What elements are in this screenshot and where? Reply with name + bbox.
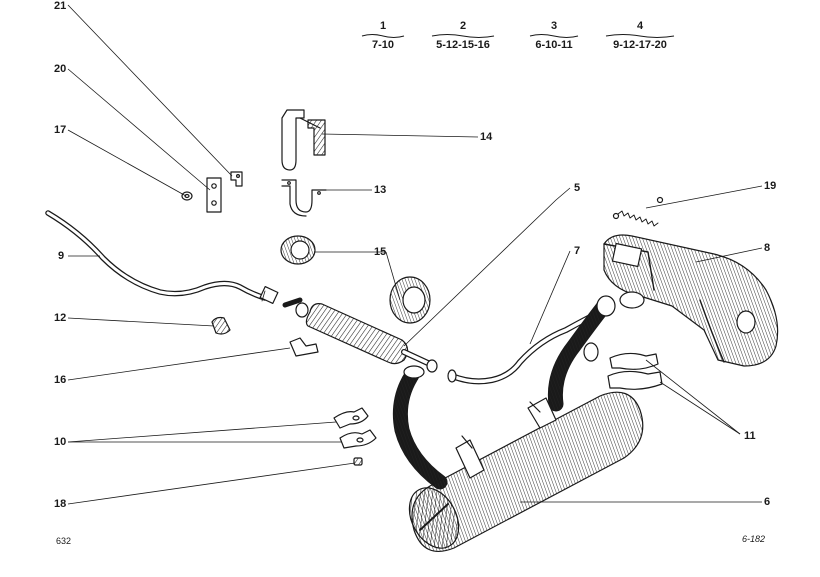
rubber-ring-part-15-a [280, 235, 316, 265]
heat-exchanger-part-8 [603, 234, 779, 367]
group-4-parts: 9-12-17-20 [613, 39, 667, 51]
figure-reference: 6-182 [742, 534, 766, 544]
callout-8: 8 [764, 242, 771, 254]
group-4-number: 4 [636, 20, 644, 32]
page-number: 632 [56, 536, 72, 546]
strap-part-16 [289, 337, 319, 357]
callout-11: 11 [744, 430, 756, 442]
callout-19: 19 [764, 180, 777, 192]
bracket-part-21 [230, 171, 243, 187]
group-3-tilde-divider [529, 34, 579, 38]
spring-part-19 [612, 196, 664, 227]
group-3-parts: 6-10-11 [535, 39, 573, 51]
callout-14: 14 [480, 131, 493, 143]
strap-bracket-part-14 [281, 109, 326, 171]
clip-part-12 [211, 316, 231, 335]
group-2-number: 2 [459, 20, 467, 32]
callout-15: 15 [374, 246, 387, 258]
group-1: 1 7-10 [360, 20, 406, 52]
resonator-part-5 [282, 297, 438, 373]
group-4-tilde-divider [605, 34, 675, 38]
callout-7: 7 [574, 245, 581, 257]
pipe-part-7 [447, 309, 603, 385]
group-3-number: 3 [550, 20, 558, 32]
group-1-number: 1 [379, 20, 387, 32]
callout-20: 20 [54, 63, 67, 75]
clamp-block-part-20 [206, 177, 222, 213]
callout-9: 9 [58, 250, 65, 262]
callout-12: 12 [54, 312, 67, 324]
muffler-part-6 [392, 295, 644, 552]
callout-10: 10 [54, 436, 67, 448]
callout-6: 6 [764, 496, 771, 508]
group-2-parts: 5-12-15-16 [436, 39, 490, 51]
clamp-part-11-b [607, 370, 663, 390]
clamp-part-11-a [609, 352, 659, 370]
pipe-part-9 [45, 210, 279, 304]
callout-16: 16 [54, 374, 67, 386]
group-3: 3 6-10-11 [528, 20, 580, 52]
nut-part-17 [181, 191, 193, 201]
callout-5: 5 [574, 182, 581, 194]
callout-17: 17 [54, 124, 67, 136]
nut-part-18 [353, 457, 363, 466]
callout-13: 13 [374, 184, 387, 196]
group-1-tilde-divider [361, 34, 405, 38]
leader-lines [67, 4, 763, 505]
rubber-ring-part-15-b [389, 276, 431, 324]
group-4: 4 9-12-17-20 [604, 20, 676, 52]
bracket-part-13 [281, 179, 327, 217]
group-2: 2 5-12-15-16 [430, 20, 496, 52]
group-2-tilde-divider [431, 34, 495, 38]
callout-18: 18 [54, 498, 67, 510]
callout-21: 21 [54, 0, 67, 12]
clamp-part-10-b [339, 429, 377, 449]
clamp-part-10-a [333, 407, 369, 429]
group-1-parts: 7-10 [371, 39, 395, 51]
